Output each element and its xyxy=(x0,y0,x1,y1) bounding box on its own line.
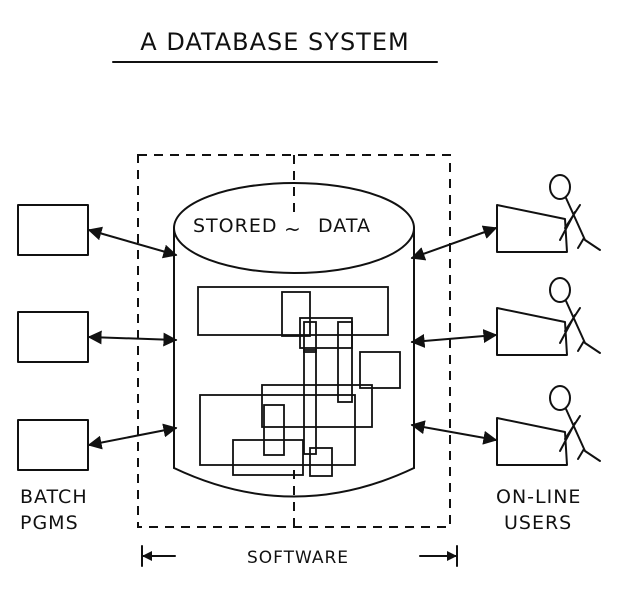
record-block xyxy=(337,321,353,403)
user-figure-3 xyxy=(549,385,601,462)
software-span-left xyxy=(141,545,176,567)
batch-label-line1: BATCH xyxy=(20,486,88,508)
record-block xyxy=(197,286,389,336)
user-arrow-3 xyxy=(410,420,498,445)
batch-program-box-2 xyxy=(17,311,89,363)
stored-label: STORED xyxy=(193,215,277,237)
tilde-mark: ~ xyxy=(284,217,302,241)
record-block xyxy=(303,321,317,353)
data-label: DATA xyxy=(318,215,371,237)
terminal-3 xyxy=(496,417,568,466)
user-figure-2 xyxy=(549,277,601,354)
record-block xyxy=(359,351,401,389)
record-block xyxy=(261,384,373,428)
user-arrow-1 xyxy=(410,225,498,261)
user-arrow-2 xyxy=(410,329,498,348)
software-span-right xyxy=(419,545,458,567)
batch-arrow-3 xyxy=(87,423,178,450)
batch-label-line2: PGMS xyxy=(20,512,79,534)
batch-arrow-1 xyxy=(87,226,178,259)
user-figure-1 xyxy=(549,174,601,251)
record-block xyxy=(263,404,285,456)
terminal-2 xyxy=(496,307,568,356)
software-label: SOFTWARE xyxy=(247,548,349,568)
online-label-line2: USERS xyxy=(504,512,572,534)
online-label-line1: ON-LINE xyxy=(496,486,581,508)
batch-program-box-3 xyxy=(17,419,89,471)
record-block xyxy=(309,447,333,477)
record-block xyxy=(232,439,304,476)
record-block xyxy=(303,349,317,455)
record-blocks xyxy=(197,286,401,477)
record-block xyxy=(199,394,356,466)
batch-program-box-1 xyxy=(17,204,89,256)
terminal-1 xyxy=(496,204,568,253)
diagram-title: A DATABASE SYSTEM xyxy=(140,28,409,56)
batch-arrow-2 xyxy=(87,330,178,347)
record-block xyxy=(281,291,311,337)
